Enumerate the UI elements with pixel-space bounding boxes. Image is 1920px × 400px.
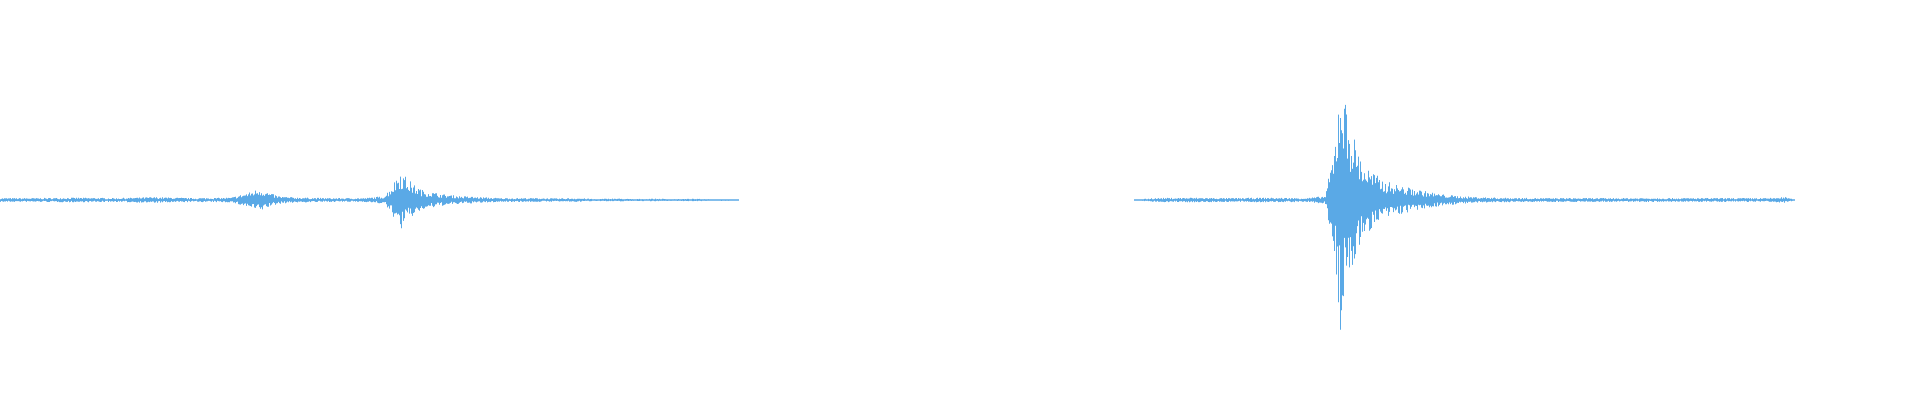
- waveform-path: [0, 104, 1795, 330]
- waveform-series: [0, 104, 1795, 330]
